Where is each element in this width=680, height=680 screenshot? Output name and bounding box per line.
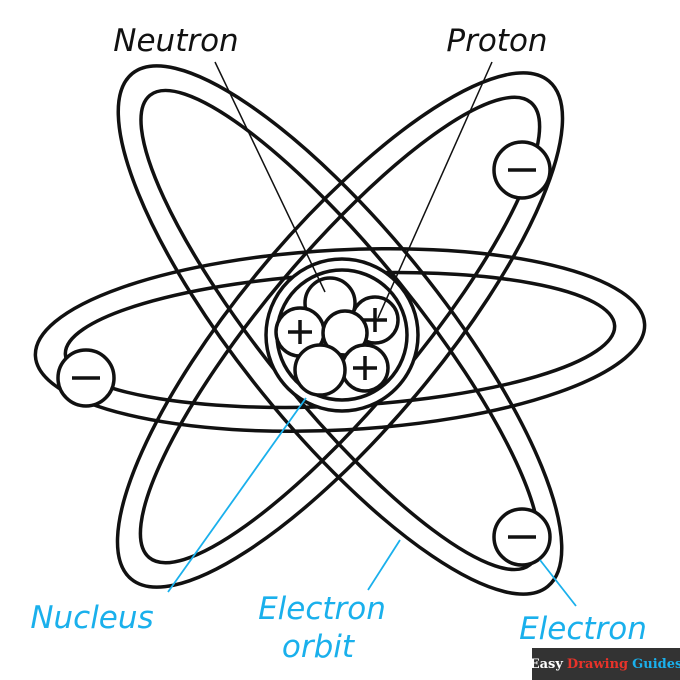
proton-label: Proton xyxy=(446,23,548,59)
electron-orbit-label-line1: Electron xyxy=(258,591,386,627)
neutron-label: Neutron xyxy=(113,23,239,59)
logo: Easy Drawing Guides xyxy=(529,648,680,680)
nucleus xyxy=(264,257,420,413)
electron-orbit-label-line2: orbit xyxy=(281,629,355,665)
electrons xyxy=(56,140,552,567)
black-leaders xyxy=(214,61,493,319)
logo-word-easy: Easy xyxy=(529,656,563,672)
neutron xyxy=(293,343,347,397)
logo-word-drawing: Drawing xyxy=(566,656,629,672)
nucleus-label: Nucleus xyxy=(30,600,154,636)
logo-word-guides: Guides xyxy=(632,656,680,672)
blue-leaders xyxy=(167,397,577,607)
electron-label: Electron xyxy=(519,611,647,647)
